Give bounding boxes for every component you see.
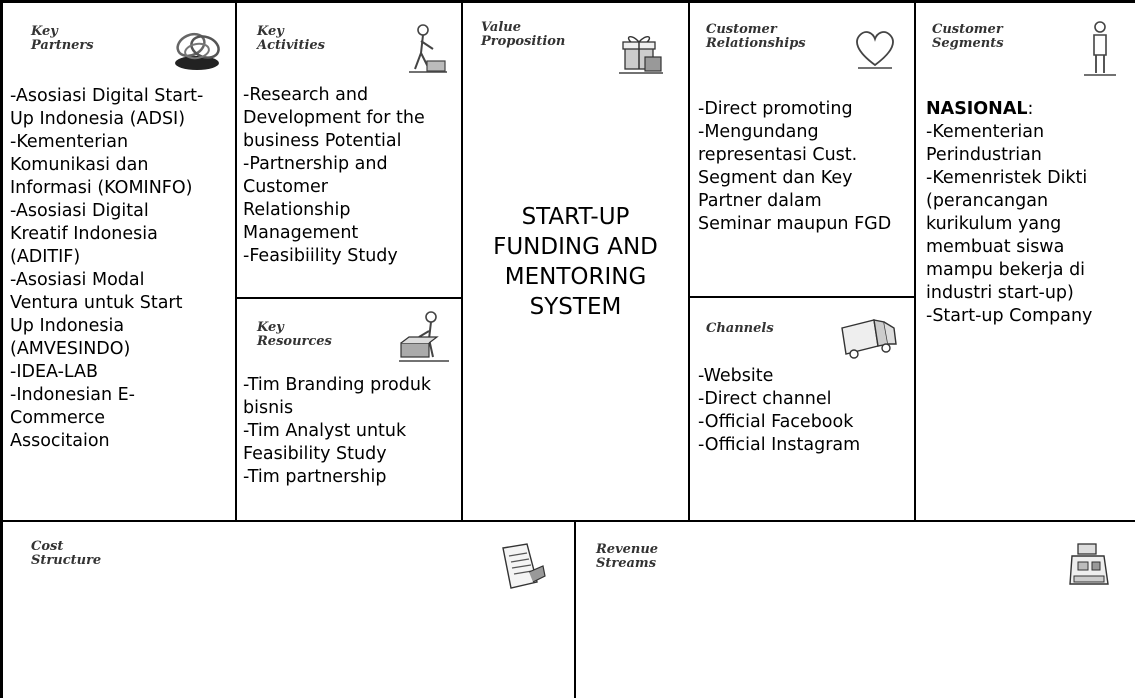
channels-title: Channels xyxy=(706,321,774,336)
cost-structure-block: Cost Structure xyxy=(3,522,574,698)
customer-segments-block: Customer Segments NASIONAL: -Kementerian… xyxy=(916,3,1135,520)
key-resources-list: -Tim Branding produk bisnis -Tim Analyst… xyxy=(243,374,431,489)
list-item: (perancangan xyxy=(926,191,1049,211)
list-item: Komunikasi dan xyxy=(10,155,149,175)
list-item: -Tim partnership xyxy=(243,467,387,487)
list-item: -Start-up Company xyxy=(926,306,1093,326)
list-item: -Official Facebook xyxy=(698,412,854,432)
key-partners-block: Key Partners -Asosiasi Digital Start- Up… xyxy=(3,3,235,520)
list-item: business Potential xyxy=(243,131,402,151)
list-item: -Direct promoting xyxy=(698,99,853,119)
cost-structure-title: Cost Structure xyxy=(31,539,102,568)
list-item: Up Indonesia (ADSI) xyxy=(10,109,186,129)
list-item: -Asosiasi Digital xyxy=(10,201,149,221)
value-proposition-block: Value Proposition START-UP FUNDING AND M… xyxy=(463,3,688,520)
middle-border xyxy=(0,520,1135,522)
divider-cost-revenue xyxy=(574,521,576,698)
list-item: Customer xyxy=(243,177,329,197)
key-resources-block: Key Resources -Tim Branding produk bisni… xyxy=(237,299,461,520)
list-item: -Tim Analyst untuk xyxy=(243,421,407,441)
key-activities-list: -Research and Development for the busine… xyxy=(243,84,425,268)
cash-register-icon xyxy=(1069,543,1109,585)
divider-relationships-segments xyxy=(914,0,916,521)
list-item: Development for the xyxy=(243,108,425,128)
list-item: -Feasibiility Study xyxy=(243,246,398,266)
delivery-truck-icon xyxy=(841,319,897,359)
list-item: (AMVESINDO) xyxy=(10,339,131,359)
list-item: Commerce xyxy=(10,408,105,428)
customer-relationships-block: Customer Relationships -Direct promoting… xyxy=(690,3,914,296)
key-partners-list: -Asosiasi Digital Start- Up Indonesia (A… xyxy=(10,85,203,453)
list-item: -Direct channel xyxy=(698,389,832,409)
list-item: Perindustrian xyxy=(926,145,1042,165)
list-item: -Asosiasi Digital Start- xyxy=(10,86,204,106)
divider-activities-resources xyxy=(236,297,462,299)
segment-heading: NASIONAL: xyxy=(926,99,1034,119)
list-item: Seminar maupun FGD xyxy=(698,214,892,234)
value-proposition-main: START-UP FUNDING AND MENTORING SYSTEM xyxy=(493,204,658,320)
list-item: -Tim Branding produk xyxy=(243,375,432,395)
worker-icon xyxy=(409,24,447,73)
list-item: Up Indonesia xyxy=(10,316,125,336)
divider-value-relationships xyxy=(688,0,690,521)
list-item: -Kemenristek Dikti xyxy=(926,168,1088,188)
channels-list: -Website -Direct channel -Official Faceb… xyxy=(698,365,860,457)
list-item: Relationship xyxy=(243,200,351,220)
list-item: Partner dalam xyxy=(698,191,822,211)
top-border xyxy=(0,0,1135,3)
revenue-streams-title: Revenue Streams xyxy=(596,542,659,571)
list-item: -Website xyxy=(698,366,774,386)
key-partners-title: Key Partners xyxy=(31,24,94,53)
list-item: Informasi (KOMINFO) xyxy=(10,178,193,198)
receipt-icon xyxy=(502,543,546,589)
list-item: Segment dan Key xyxy=(698,168,853,188)
list-item: Ventura untuk Start xyxy=(10,293,183,313)
customer-segments-list: NASIONAL: -Kementerian Perindustrian -Ke… xyxy=(926,98,1092,328)
key-activities-block: Key Activities -Research and Development… xyxy=(237,3,461,297)
divider-relationships-channels xyxy=(689,296,915,298)
customer-relationships-title: Customer Relationships xyxy=(706,22,806,51)
list-item: Management xyxy=(243,223,359,243)
list-item: -Indonesian E- xyxy=(10,385,135,405)
list-item: -Mengundang xyxy=(698,122,819,142)
list-item: mampu bekerja di xyxy=(926,260,1086,280)
list-item: Associtaion xyxy=(10,431,110,451)
left-border xyxy=(0,0,3,698)
list-item: -Research and xyxy=(243,85,369,105)
list-item: bisnis xyxy=(243,398,294,418)
key-activities-title: Key Activities xyxy=(257,24,325,53)
divider-activities-value xyxy=(461,0,463,521)
person-icon xyxy=(1084,21,1116,76)
list-item: Feasibility Study xyxy=(243,444,387,464)
list-item: (ADITIF) xyxy=(10,247,81,267)
customer-relationships-list: -Direct promoting -Mengundang representa… xyxy=(698,98,891,236)
list-item: industri start-up) xyxy=(926,283,1074,303)
key-resources-title: Key Resources xyxy=(257,320,332,349)
gift-box-icon xyxy=(619,36,663,74)
list-item: representasi Cust. xyxy=(698,145,858,165)
list-item: membuat siswa xyxy=(926,237,1065,257)
resources-icon xyxy=(399,311,449,362)
list-item: -Kementerian xyxy=(926,122,1045,142)
list-item: -Official Instagram xyxy=(698,435,861,455)
divider-partners-activities xyxy=(235,0,237,521)
channels-block: Channels -Website -Direct channel -Offic… xyxy=(690,298,914,520)
heart-icon xyxy=(856,31,894,69)
value-proposition-title: Value Proposition xyxy=(481,20,566,49)
list-item: -Kementerian xyxy=(10,132,129,152)
list-item: Kreatif Indonesia xyxy=(10,224,158,244)
customer-segments-title: Customer Segments xyxy=(932,22,1004,51)
list-item: -Asosiasi Modal xyxy=(10,270,145,290)
chain-links-icon xyxy=(175,32,220,70)
revenue-streams-block: Revenue Streams xyxy=(576,522,1135,698)
list-item: kurikulum yang xyxy=(926,214,1062,234)
list-item: -IDEA-LAB xyxy=(10,362,99,382)
list-item: -Partnership and xyxy=(243,154,388,174)
segment-heading-label: NASIONAL xyxy=(926,99,1028,119)
